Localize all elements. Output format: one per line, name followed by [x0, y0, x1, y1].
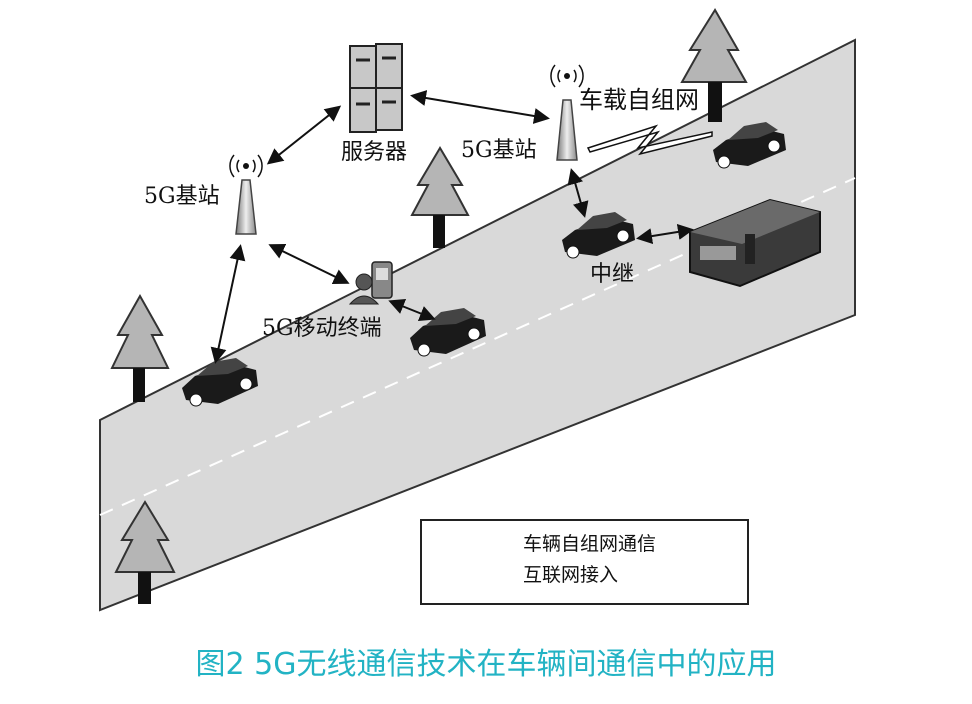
legend-internet-label: 互联网接入 — [523, 564, 619, 586]
link-server-bs-right — [410, 90, 550, 124]
legend — [420, 519, 749, 605]
base-station-left-label: 5G基站 — [144, 184, 220, 209]
link-terminal-car — [388, 299, 436, 321]
tree-bottom-left — [114, 500, 176, 604]
link-bs-left-terminal — [268, 244, 350, 284]
car-relay — [562, 212, 635, 259]
tree-left — [110, 293, 170, 402]
link-server-bs-left — [266, 105, 342, 165]
server-label: 服务器 — [341, 140, 408, 165]
relay-label: 中继 — [590, 262, 635, 287]
legend-adhoc-label: 车辆自组网通信 — [523, 533, 657, 555]
tree-middle — [410, 146, 470, 248]
base-station-right-icon — [550, 64, 584, 161]
bus-icon — [689, 198, 821, 288]
link-relay-bus — [636, 223, 694, 245]
figure-caption: 图2 5G无线通信技术在车辆间通信中的应用 — [195, 647, 777, 682]
vehicle-adhoc-net-label: 车载自组网 — [579, 86, 699, 114]
mobile-terminal-icon — [348, 261, 393, 305]
link-bs-right-car — [567, 168, 589, 218]
base-station-right-label: 5G基站 — [461, 138, 537, 163]
tree-top-right — [680, 8, 748, 122]
internet-links — [210, 90, 694, 364]
car-top-right — [713, 122, 786, 169]
mobile-terminal-label: 5G移动终端 — [262, 316, 382, 341]
server-icon — [349, 43, 403, 133]
link-bs-left-car — [210, 244, 246, 364]
base-station-left-icon — [229, 154, 263, 235]
car-middle — [410, 308, 486, 357]
adhoc-link — [586, 124, 713, 156]
